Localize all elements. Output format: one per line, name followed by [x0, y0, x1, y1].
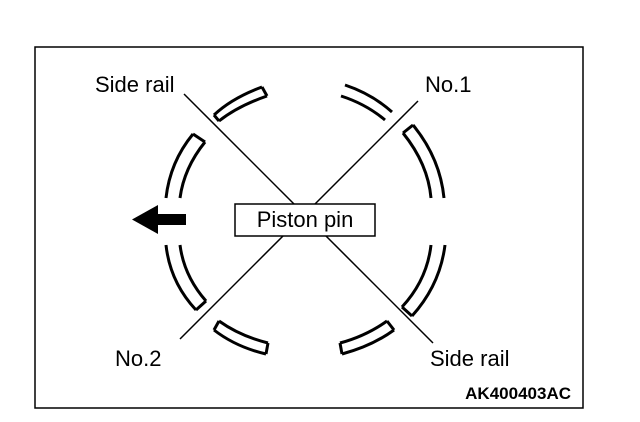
ring-segment-left-upper	[164, 133, 195, 199]
ring-segment-bottom-right-lower-inner	[339, 319, 388, 345]
ring-segment-right-lower	[410, 244, 447, 318]
ring-segments	[164, 83, 447, 356]
ring-segment-left-lower	[164, 244, 198, 312]
ring-segment-top-right-upper-inner	[340, 94, 386, 122]
ring-segment-bottom-left-lower	[213, 328, 267, 356]
ring-segment-top-left-upper	[212, 85, 263, 117]
ring-segment-right-upper-inner	[401, 132, 433, 199]
ring-segment-right-lower-inner	[400, 244, 433, 309]
ring-segment-left-upper-inner	[178, 141, 207, 199]
piston-pin-label-box	[234, 203, 376, 237]
ring-segment-right-upper	[411, 124, 446, 199]
ring-segment-bottom-right-lower	[341, 328, 395, 356]
label-top-right: No.1	[425, 72, 471, 97]
ring-segment-top-left-upper-inner	[218, 94, 268, 123]
figure-code: AK400403AC	[465, 384, 571, 403]
front-direction-arrow-icon	[132, 205, 186, 234]
label-bottom-left: No.2	[115, 346, 161, 371]
frame-border	[34, 46, 584, 409]
label-top-left: Side rail	[95, 72, 174, 97]
label-bottom-right: Side rail	[430, 346, 509, 371]
ring-segment-left-lower-inner	[178, 244, 208, 302]
ring-segment-bottom-left-lower-inner	[218, 319, 269, 345]
piston-pin-label: Piston pin	[257, 207, 354, 232]
ring-segment-top-right-upper	[344, 83, 394, 114]
